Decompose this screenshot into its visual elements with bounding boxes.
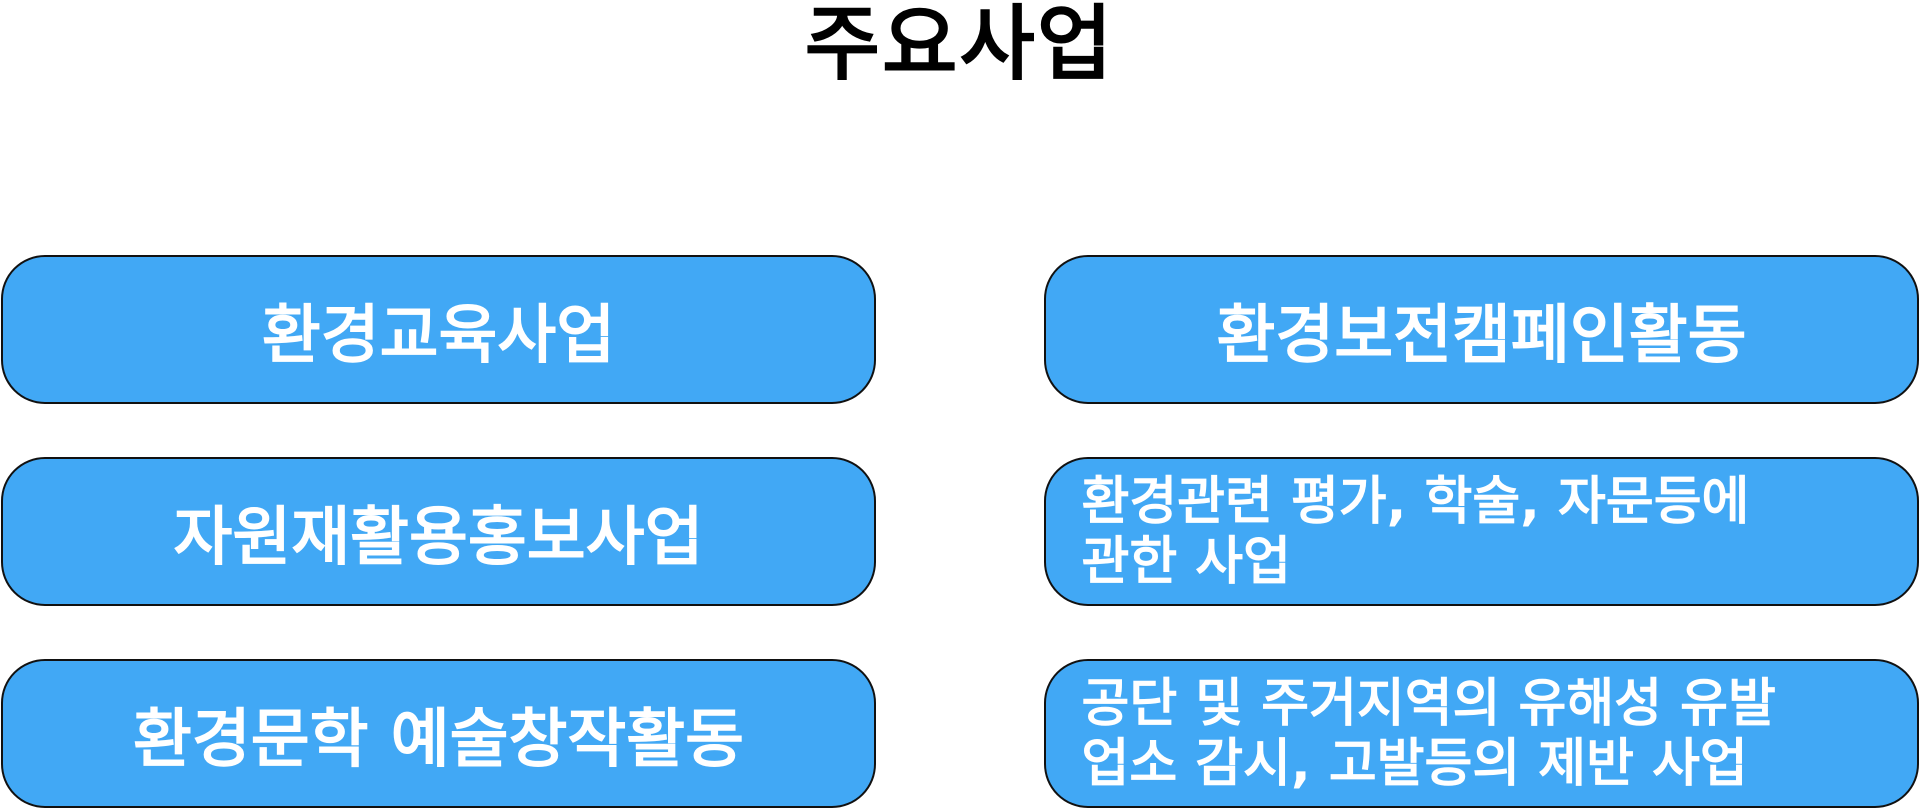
business-box-pollution-monitoring: 공단 및 주거지역의 유해성 유발 업소 감시, 고발등의 제반 사업 — [1044, 659, 1919, 808]
business-box-conservation-campaign: 환경보전캠페인활동 — [1044, 255, 1919, 404]
business-box-label: 환경문학 예술창작활동 — [132, 702, 745, 777]
business-box-label: 환경보전캠페인활동 — [1216, 298, 1747, 373]
business-box-line: 관한 사업 — [1081, 531, 1291, 592]
business-box-line: 공단 및 주거지역의 유해성 유발 — [1081, 673, 1776, 734]
diagram-title: 주요사업 — [804, 0, 1115, 92]
business-box-evaluation-advisory: 환경관련 평가, 학술, 자문등에 관한 사업 — [1044, 457, 1919, 606]
business-box-recycling-promotion: 자원재활용홍보사업 — [1, 457, 876, 606]
business-box-line: 환경관련 평가, 학술, 자문등에 — [1081, 471, 1750, 532]
business-box-label: 환경교육사업 — [261, 298, 616, 373]
business-box-environmental-arts: 환경문학 예술창작활동 — [1, 659, 876, 808]
business-box-environmental-education: 환경교육사업 — [1, 255, 876, 404]
business-box-text: 공단 및 주거지역의 유해성 유발 업소 감시, 고발등의 제반 사업 — [1082, 674, 1882, 794]
business-box-line: 업소 감시, 고발등의 제반 사업 — [1081, 733, 1748, 794]
business-box-label: 자원재활용홍보사업 — [173, 500, 704, 575]
business-box-text: 환경관련 평가, 학술, 자문등에 관한 사업 — [1082, 472, 1882, 592]
